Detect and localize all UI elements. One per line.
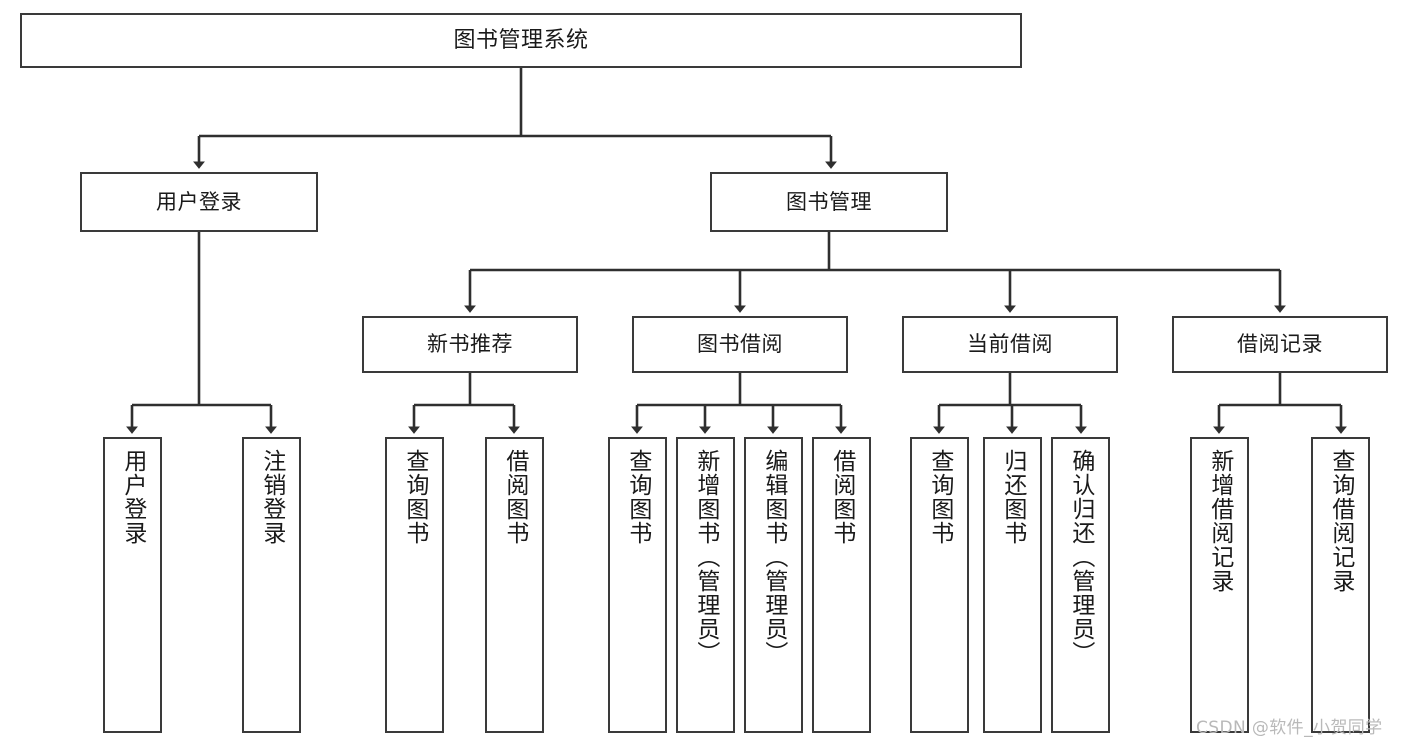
leaf-query-borrow-record[interactable]: 查询借阅记录 [1311,437,1370,733]
leaf-return-book-label: 归还图书 [999,449,1026,545]
leaf-query-book-current-label: 查询图书 [926,449,953,545]
leaf-add-book-admin[interactable]: 新增图书（管理员） [676,437,735,733]
node-book-borrow[interactable]: 图书借阅 [632,316,848,373]
leaf-query-book-borrow[interactable]: 查询图书 [608,437,667,733]
leaf-query-book-recommend[interactable]: 查询图书 [385,437,444,733]
leaf-logout-label: 注销登录 [258,449,285,545]
node-current-borrow[interactable]: 当前借阅 [902,316,1118,373]
node-book-manage-label: 图书管理 [786,189,872,214]
node-new-book-recommend-label: 新书推荐 [427,332,513,357]
leaf-query-book-recommend-label: 查询图书 [401,449,428,545]
leaf-user-login[interactable]: 用户登录 [103,437,162,733]
leaf-borrow-book[interactable]: 借阅图书 [812,437,871,733]
node-user-login-label: 用户登录 [156,189,242,214]
leaf-query-book-borrow-label: 查询图书 [624,449,651,545]
leaf-edit-book-admin[interactable]: 编辑图书（管理员） [744,437,803,733]
leaf-borrow-book-recommend[interactable]: 借阅图书 [485,437,544,733]
node-borrow-record[interactable]: 借阅记录 [1172,316,1388,373]
node-book-manage[interactable]: 图书管理 [710,172,948,232]
leaf-confirm-return-admin[interactable]: 确认归还（管理员） [1051,437,1110,733]
node-root-label: 图书管理系统 [453,27,589,53]
leaf-borrow-book-recommend-label: 借阅图书 [501,449,528,545]
node-current-borrow-label: 当前借阅 [967,332,1053,357]
leaf-edit-book-admin-label: 编辑图书（管理员） [760,449,787,665]
node-user-login[interactable]: 用户登录 [80,172,318,232]
leaf-add-borrow-record[interactable]: 新增借阅记录 [1190,437,1249,733]
leaf-return-book[interactable]: 归还图书 [983,437,1042,733]
leaf-query-borrow-record-label: 查询借阅记录 [1327,449,1354,593]
leaf-confirm-return-admin-label: 确认归还（管理员） [1067,449,1094,665]
leaf-user-login-label: 用户登录 [119,449,146,545]
node-new-book-recommend[interactable]: 新书推荐 [362,316,578,373]
leaf-borrow-book-label: 借阅图书 [828,449,855,545]
node-book-borrow-label: 图书借阅 [697,332,783,357]
leaf-add-book-admin-label: 新增图书（管理员） [692,449,719,665]
leaf-query-book-current[interactable]: 查询图书 [910,437,969,733]
node-root[interactable]: 图书管理系统 [20,13,1022,68]
node-borrow-record-label: 借阅记录 [1237,332,1323,357]
csdn-watermark: CSDN @软件_小贺同学 [1196,718,1383,738]
leaf-logout[interactable]: 注销登录 [242,437,301,733]
leaf-add-borrow-record-label: 新增借阅记录 [1206,449,1233,593]
